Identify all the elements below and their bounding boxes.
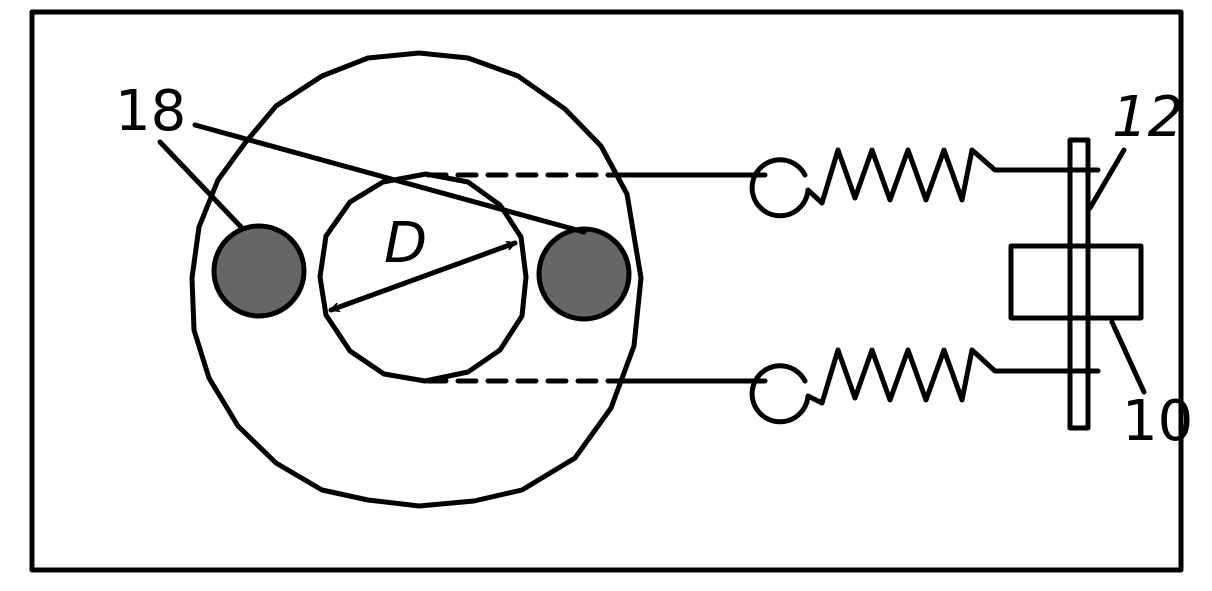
diameter-arrow (328, 240, 518, 313)
vertical-bar (1067, 137, 1091, 431)
leader-18-left (157, 139, 245, 231)
lower-spring (749, 347, 1101, 425)
right-pin (536, 226, 632, 322)
outer-frame (29, 9, 1184, 573)
label-diameter: D (384, 211, 427, 276)
outer-disc (189, 50, 644, 509)
leader-18-right (192, 122, 587, 235)
box-10 (1008, 243, 1144, 321)
label-10: 10 (1122, 389, 1193, 454)
left-pin (211, 223, 307, 319)
upper-spring (749, 147, 1101, 219)
inner-bore (317, 171, 529, 384)
leader-12 (1087, 147, 1127, 211)
label-12: 12 (1112, 85, 1183, 150)
leader-10 (1109, 319, 1147, 395)
label-18: 18 (115, 79, 186, 144)
